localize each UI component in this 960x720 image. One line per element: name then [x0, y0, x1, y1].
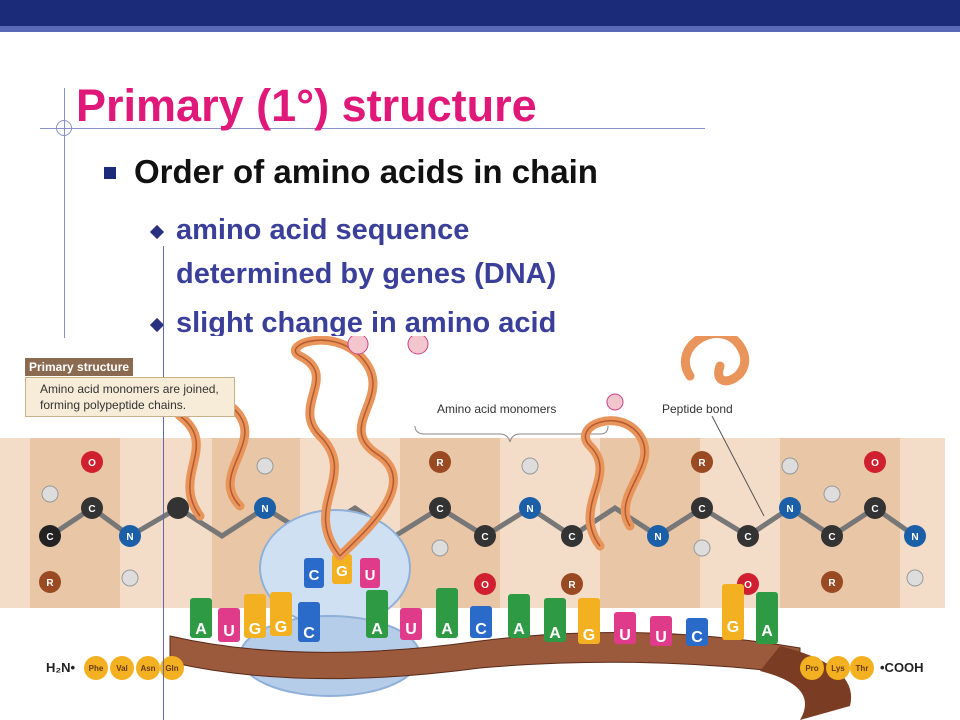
svg-text:C: C — [46, 532, 53, 543]
svg-text:U: U — [365, 567, 376, 584]
title-underline — [40, 128, 705, 129]
svg-text:U: U — [405, 621, 417, 638]
svg-text:N: N — [911, 532, 918, 543]
svg-text:U: U — [619, 627, 631, 644]
anticodon-labels: C G U — [309, 563, 376, 584]
monomer-bracket — [414, 425, 609, 443]
mrna-base-labels: A U G G C A U A C A A G U U C G A — [195, 619, 773, 646]
slide-title: Primary (1°) structure — [76, 80, 537, 131]
svg-text:A: A — [761, 623, 773, 640]
sub-bullet-1-line-2: determined by genes (DNA) — [176, 258, 557, 290]
svg-text:C: C — [481, 532, 488, 543]
svg-text:Pro: Pro — [805, 664, 818, 673]
decor-vertical-rule-mid — [163, 246, 164, 720]
sub-bullet-1: amino acid sequence — [149, 211, 470, 249]
bullet-text: Order of amino acids in chain — [134, 153, 598, 190]
svg-text:Asn: Asn — [140, 664, 155, 673]
backbone-atoms — [39, 451, 926, 595]
svg-text:R: R — [828, 578, 836, 589]
svg-text:Phe: Phe — [89, 664, 104, 673]
svg-text:N: N — [654, 532, 661, 543]
annotation-amino-acid-monomers: Amino acid monomers — [437, 402, 557, 416]
svg-text:G: G — [727, 619, 739, 636]
svg-text:C: C — [568, 532, 575, 543]
annotation-peptide-bond: Peptide bond — [662, 402, 733, 416]
svg-text:Lys: Lys — [831, 664, 845, 673]
svg-text:N: N — [261, 504, 268, 515]
svg-text:R: R — [698, 458, 706, 469]
svg-text:G: G — [249, 621, 261, 638]
sub-bullet-2-clip: slight change in amino acid — [176, 304, 676, 336]
trna-anticodon — [304, 554, 380, 588]
sub-bullet-2-text: slight change in amino acid — [176, 307, 557, 336]
svg-text:A: A — [371, 621, 383, 638]
square-bullet-icon — [104, 167, 116, 179]
svg-text:A: A — [195, 621, 207, 638]
sub-bullet-1-cont: determined by genes (DNA) — [176, 255, 556, 293]
sub-bullet-1-line-1: amino acid sequence — [176, 214, 470, 246]
atom-labels: C C N N C C N C N C C N C C N O R R O R O R O R — [46, 458, 918, 591]
figure-caption: Amino acid monomers are joined, forming … — [25, 377, 235, 417]
svg-text:N: N — [126, 532, 133, 543]
crosshair-icon — [56, 120, 72, 136]
svg-text:C: C — [691, 629, 703, 646]
top-banner-stripe — [0, 26, 960, 32]
top-banner — [0, 0, 960, 26]
residue-labels: Phe Val Asn Gln Pro Lys Thr — [89, 664, 869, 673]
sub-bullet-2: slight change in amino acid — [176, 304, 556, 336]
svg-text:C: C — [309, 567, 320, 584]
svg-text:C: C — [88, 504, 95, 515]
residue-row: H₂N• •COOH — [46, 656, 924, 680]
svg-text:C: C — [436, 504, 443, 515]
svg-text:Gln: Gln — [165, 664, 178, 673]
svg-text:G: G — [275, 619, 287, 636]
diamond-bullet-icon — [149, 224, 165, 240]
svg-text:C: C — [698, 504, 705, 515]
svg-text:N: N — [786, 504, 793, 515]
svg-text:C: C — [828, 532, 835, 543]
svg-text:N: N — [526, 504, 533, 515]
figure-panel-label: Primary structure — [25, 358, 134, 376]
svg-text:U: U — [655, 629, 667, 646]
svg-text:A: A — [441, 621, 453, 638]
mrna-bases — [190, 584, 778, 646]
svg-text:R: R — [436, 458, 444, 469]
svg-text:R: R — [568, 580, 576, 591]
diamond-bullet-icon — [149, 317, 165, 333]
decor-vertical-rule — [64, 88, 65, 338]
svg-text:G: G — [583, 627, 595, 644]
polypeptide-end-beads — [347, 336, 624, 411]
svg-text:A: A — [513, 621, 525, 638]
svg-text:C: C — [744, 532, 751, 543]
svg-text:Thr: Thr — [856, 664, 869, 673]
svg-text:O: O — [871, 458, 879, 469]
svg-text:O: O — [88, 458, 96, 469]
svg-text:O: O — [481, 580, 489, 591]
svg-text:C: C — [871, 504, 878, 515]
svg-text:U: U — [223, 623, 235, 640]
svg-text:H₂N•: H₂N• — [46, 660, 76, 675]
svg-text:Val: Val — [116, 664, 128, 673]
svg-text:•COOH: •COOH — [880, 660, 924, 675]
svg-text:A: A — [549, 625, 561, 642]
svg-text:C: C — [303, 625, 315, 642]
svg-text:R: R — [46, 578, 54, 589]
svg-text:G: G — [336, 563, 348, 580]
svg-text:C: C — [475, 621, 487, 638]
peptide-bond-leader — [711, 415, 765, 517]
protein-synthesis-illustration: C C N N C C N C N C C N C C N O R R O R O R O R A U G — [0, 336, 945, 720]
svg-text:O: O — [744, 580, 752, 591]
